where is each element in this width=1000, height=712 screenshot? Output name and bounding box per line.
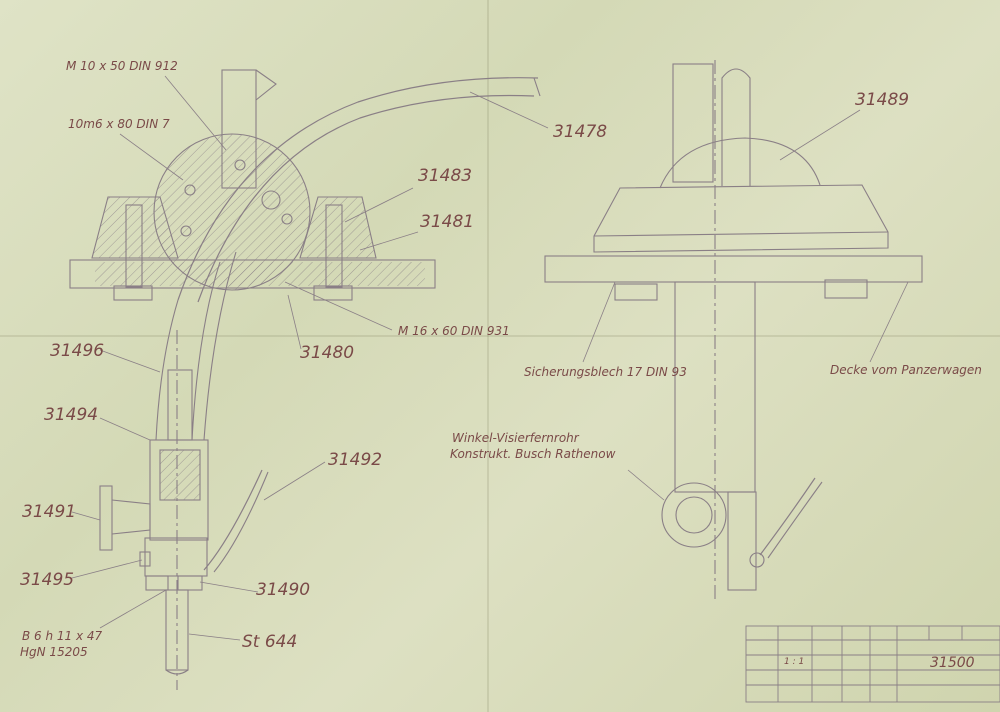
title-block — [745, 625, 1000, 703]
label-part-31480: 31480 — [300, 343, 355, 363]
drawing-scale: 1 : 1 — [784, 657, 805, 667]
lever-left — [203, 469, 263, 571]
hood-base — [593, 184, 889, 253]
hood-dome — [659, 137, 821, 189]
label-konstrukt: Konstrukt. Busch Rathenow — [450, 447, 616, 461]
eyepiece-ring — [661, 482, 727, 548]
label-part-31495: 31495 — [20, 570, 75, 590]
right-side-view — [544, 60, 923, 600]
clamp-block-right — [299, 196, 377, 259]
base-plate-right — [544, 255, 923, 283]
label-pin-b6h: B 6 h 11 x 47 — [22, 629, 103, 643]
label-part-31483: 31483 — [418, 166, 473, 186]
label-screw-m16: M 16 x 60 DIN 931 — [398, 324, 510, 338]
left-section-view — [69, 69, 541, 690]
label-material-st644: St 644 — [242, 632, 298, 652]
label-part-31489: 31489 — [855, 90, 910, 110]
label-winkel-visierfernrohr: Winkel-Visierfernrohr — [452, 431, 579, 445]
label-part-31490: 31490 — [256, 580, 311, 600]
clamp-left — [144, 537, 208, 577]
bolt-right — [325, 204, 343, 288]
label-part-31492: 31492 — [328, 450, 383, 470]
label-part-31478: 31478 — [553, 122, 608, 142]
bolt-left — [125, 204, 143, 288]
post-right — [672, 63, 714, 183]
label-sicherungsblech: Sicherungsblech 17 DIN 93 — [524, 365, 687, 379]
hub-circle — [153, 133, 311, 291]
leader-lines — [71, 75, 909, 641]
label-screw-m10: M 10 x 50 DIN 912 — [66, 59, 178, 73]
drawing-number: 31500 — [930, 655, 975, 671]
fold-crease-vertical — [487, 0, 489, 712]
label-pin-m6: 10m6 x 80 DIN 7 — [68, 117, 170, 131]
label-hgn: HgN 15205 — [20, 645, 88, 659]
label-part-31481: 31481 — [420, 212, 475, 232]
eyepiece-flange — [99, 485, 113, 551]
label-part-31496: 31496 — [50, 341, 105, 361]
fold-crease-horizontal — [0, 335, 1000, 337]
curved-arm — [177, 77, 539, 301]
label-part-31491: 31491 — [22, 502, 77, 522]
label-decke: Decke vom Panzerwagen — [830, 363, 982, 377]
label-part-31494: 31494 — [44, 405, 99, 425]
lever-right — [759, 477, 816, 556]
